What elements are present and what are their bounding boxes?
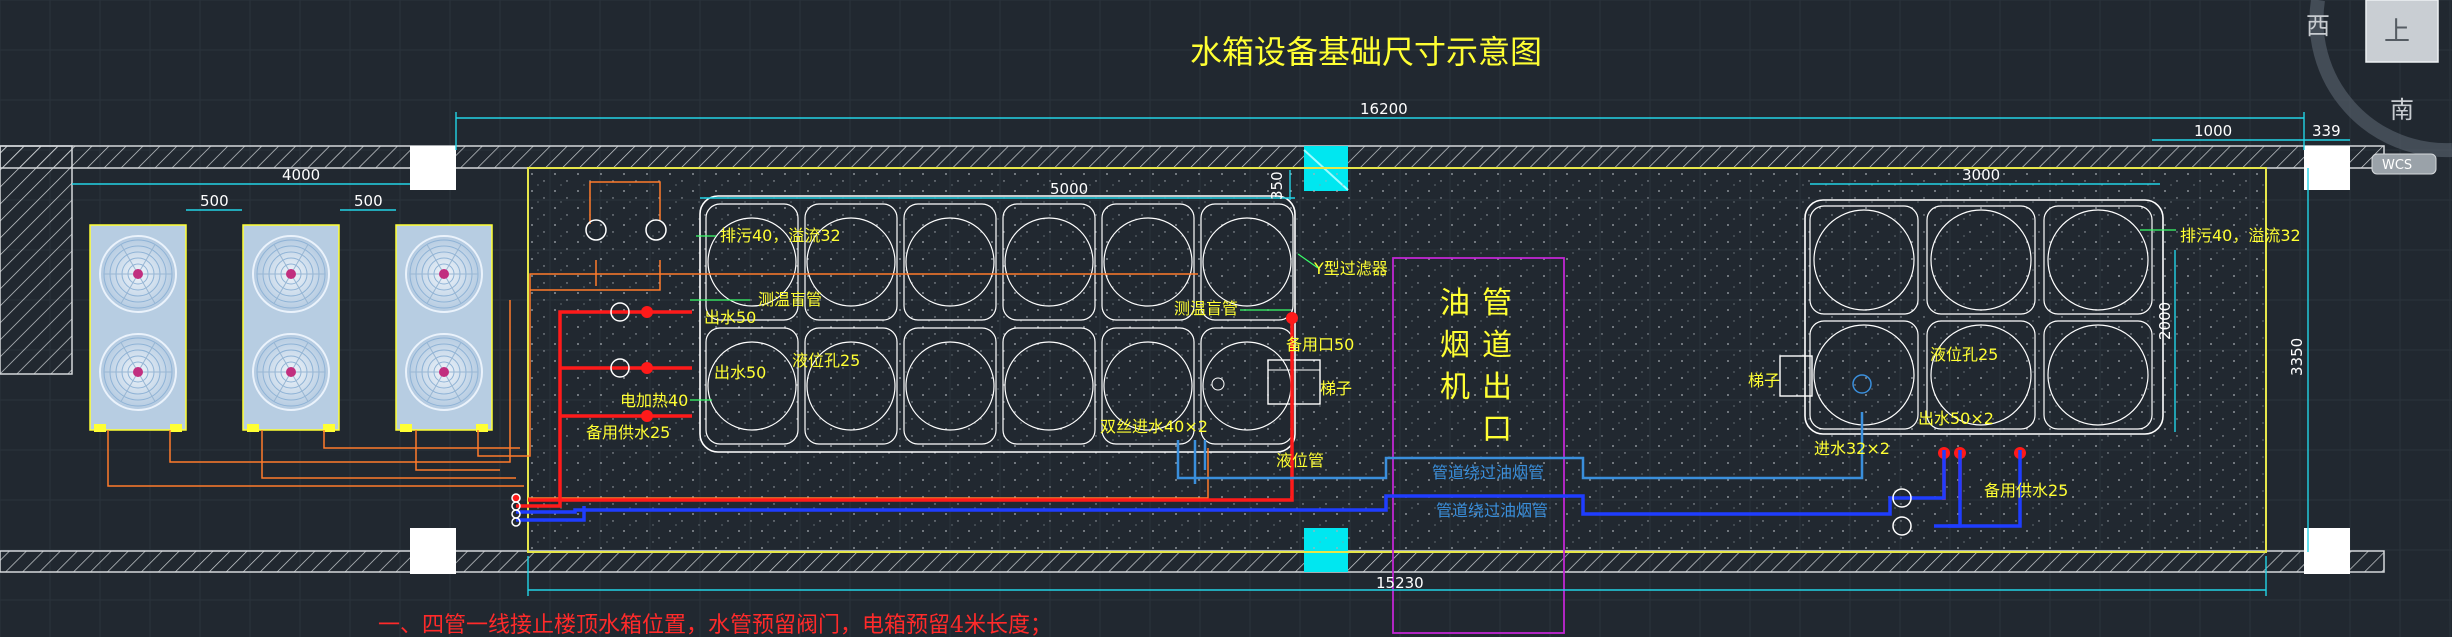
- tank-module: [2043, 205, 2153, 315]
- fan-icon: [99, 235, 177, 313]
- label-outlet50-a: 出水50: [704, 308, 756, 327]
- roof-walls: [0, 145, 2385, 573]
- dim-overall-top: 16200: [1360, 100, 1408, 118]
- label-level-hole-right: 液位孔25: [1930, 345, 1998, 364]
- label-inlet32x2: 进水32×2: [1814, 439, 1890, 458]
- dim-2000: 2000: [2156, 302, 2174, 340]
- svg-text:管: 管: [1482, 286, 1512, 321]
- label-outlet50-b: 出水50: [714, 363, 766, 382]
- pump-symbols: [511, 219, 1912, 536]
- unit-wiring: [107, 181, 1209, 499]
- label-level-hole-left: 液位孔25: [792, 351, 860, 370]
- svg-text:油: 油: [1440, 286, 1470, 321]
- heat-pump-unit: [395, 224, 493, 432]
- dim-3350: 3350: [2288, 338, 2306, 376]
- tank-module: [705, 203, 799, 321]
- tank-module: [1809, 320, 1919, 430]
- structural-columns: [410, 146, 2350, 574]
- tank-module: [1926, 205, 2036, 315]
- label-drain-right: 排污40，溢流32: [2180, 226, 2301, 245]
- svg-text:道: 道: [1482, 328, 1512, 363]
- view-cube[interactable]: 上 西 南 WCS: [2306, 0, 2452, 175]
- tank-module: [1101, 203, 1195, 321]
- view-cube-top-label: 上: [2384, 17, 2410, 47]
- dim-500-b: 500: [354, 192, 383, 210]
- dim-5000: 5000: [1050, 180, 1088, 198]
- water-tank-left: [699, 195, 1321, 453]
- label-temp-blind-right: 测温盲管: [1174, 299, 1238, 318]
- label-backup-supply-left: 备用供水25: [586, 423, 670, 442]
- svg-text:机: 机: [1440, 370, 1470, 405]
- view-cube-top-face[interactable]: [2365, 0, 2439, 63]
- svg-text:口: 口: [1482, 412, 1512, 447]
- label-backup-port: 备用口50: [1286, 335, 1354, 354]
- tank-module: [903, 203, 997, 321]
- dim-overall-bottom: 15230: [1376, 574, 1424, 592]
- dim-4000: 4000: [282, 166, 320, 184]
- wcs-menu[interactable]: [2371, 153, 2437, 175]
- heat-pump-unit: [89, 224, 187, 432]
- dimension-lines: [72, 112, 2350, 596]
- label-temp-blind-left: 测温盲管: [758, 290, 822, 309]
- label-ladder-left: 梯子: [1320, 379, 1352, 398]
- label-route-lower: 管道绕过油烟管: [1436, 501, 1548, 520]
- label-backup-supply-right: 备用供水25: [1984, 481, 2068, 500]
- label-y-filter: Y型过滤器: [1313, 259, 1388, 278]
- view-cube-west[interactable]: 西: [2306, 12, 2330, 40]
- wcs-label: WCS: [2382, 158, 2412, 173]
- tank-module: [804, 327, 898, 445]
- label-dual-inlet: 双丝进水40×2: [1100, 417, 1208, 436]
- tank-module: [1101, 327, 1195, 445]
- svg-text:烟: 烟: [1440, 328, 1470, 363]
- flue-shaft: [1392, 257, 1565, 634]
- fan-icon: [252, 235, 330, 313]
- label-electric-heat: 电加热40: [620, 391, 688, 410]
- label-outlet50x2: 出水50×2: [1918, 409, 1994, 428]
- tank-module: [1926, 320, 2036, 430]
- leader-lines: [690, 229, 2176, 401]
- dim-3000: 3000: [1962, 166, 2000, 184]
- tank-module: [705, 327, 799, 445]
- dim-350: 350: [1268, 171, 1286, 200]
- svg-text:出: 出: [1482, 370, 1512, 405]
- dim-1000: 1000: [2194, 122, 2232, 140]
- tank-module: [804, 203, 898, 321]
- dim-500-a: 500: [200, 192, 229, 210]
- tank-module: [903, 327, 997, 445]
- tank-module: [2043, 320, 2153, 430]
- view-cube-south[interactable]: 南: [2390, 96, 2414, 124]
- fan-icon: [405, 235, 483, 313]
- heat-pump-units: [89, 224, 493, 432]
- fan-icon: [405, 333, 483, 411]
- heat-pump-unit: [242, 224, 340, 432]
- tank-module: [1002, 203, 1096, 321]
- cold-water-pipes: [516, 450, 2022, 528]
- fan-icon: [252, 333, 330, 411]
- label-drain-left: 排污40，溢流32: [720, 226, 841, 245]
- tank-module: [1809, 205, 1919, 315]
- dim-339: 339: [2312, 122, 2341, 140]
- label-level-pipe: 液位管: [1276, 451, 1324, 470]
- label-ladder-right: 梯子: [1748, 371, 1780, 390]
- label-route-upper: 管道绕过油烟管: [1432, 463, 1544, 482]
- equipment-foundation-boundary: [527, 167, 2267, 553]
- construction-note: 一、四管一线接止楼顶水箱位置，水管预留阀门，电箱预留4米长度；: [378, 613, 1052, 637]
- tank-module: [1002, 327, 1096, 445]
- route-pipes: [1176, 412, 1864, 484]
- drawing-title: 水箱设备基础尺寸示意图: [1190, 33, 1542, 71]
- fan-icon: [99, 333, 177, 411]
- tank-module: [1200, 203, 1294, 321]
- water-tank-right: [1779, 199, 2164, 435]
- flue-shaft-label: 油 烟 机 管 道 出 口: [1440, 286, 1512, 447]
